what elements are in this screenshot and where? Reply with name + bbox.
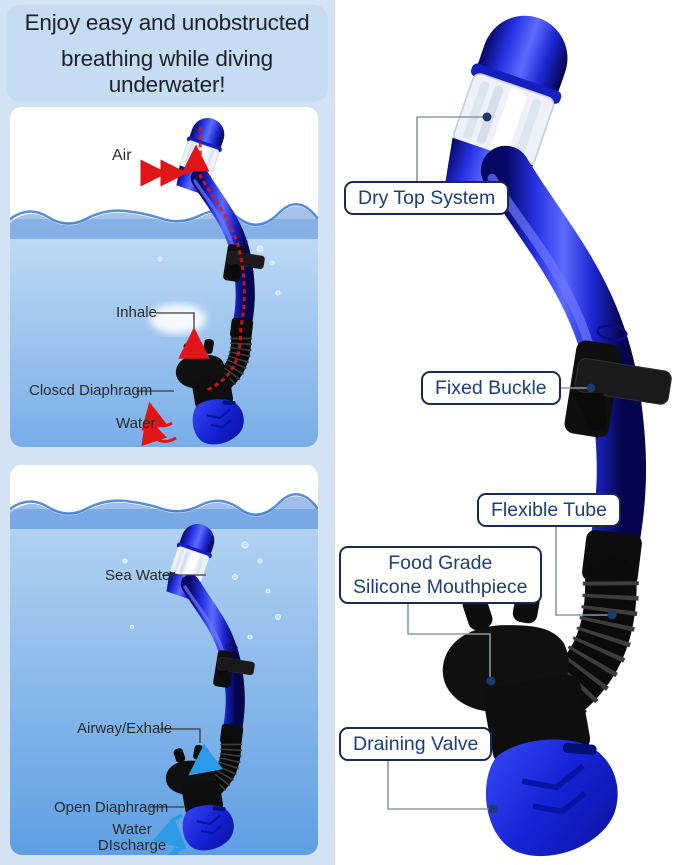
air-arrows-icon [140,144,210,187]
headline-line-2: breathing while diving underwater! [61,45,273,97]
label-air: Air [112,147,132,164]
surface-scene-illustration [10,107,318,447]
label-inhale: Inhale [116,304,157,321]
label-connector-lines [136,312,195,392]
label-water-discharge-line1: Water [112,821,152,838]
label-water-discharge: Water DIscharge [92,822,172,854]
panel-surface-breathing [10,107,318,447]
callout-mouthpiece: Food Grade Silicone Mouthpiece [339,546,542,604]
snorkel-product-image [387,0,679,865]
headline-line-1: Enjoy easy and unobstructed [24,9,310,35]
label-open-diaphragm: Open Diaphragm [54,799,169,816]
bubbles [122,541,281,640]
headline-banner: Enjoy easy and unobstructed breathing wh… [6,5,328,102]
label-water: Water [116,415,156,432]
callout-fixed-buckle: Fixed Buckle [421,371,561,405]
label-connector-lines [150,574,206,808]
exhale-arrow-icon [188,743,224,776]
label-airway-exhale: Airway/Exhale [77,720,173,737]
label-water-discharge-line2: DIscharge [97,837,167,854]
callout-connector-dots [482,112,617,814]
callout-connector-lines [387,116,610,810]
callout-mouthpiece-line1: Food Grade [388,552,493,574]
label-closed-diaphragm: Closcd Diaphragm [29,382,153,399]
submerged-scene-illustration [10,465,318,855]
water-blocked-arrows-icon [141,401,177,447]
label-sea-water: Sea Water [105,567,176,584]
water-discharge-arrows-icon [152,813,188,855]
inhale-bubble-cloud [150,304,206,334]
callout-dry-top-system: Dry Top System [344,181,510,215]
left-column-background: Enjoy easy and unobstructed breathing wh… [0,0,335,865]
callout-draining-valve: Draining Valve [339,727,493,761]
callout-flexible-tube: Flexible Tube [477,493,621,527]
callout-mouthpiece-line2: Silicone Mouthpiece [353,576,528,598]
panel-submerged [10,465,318,855]
